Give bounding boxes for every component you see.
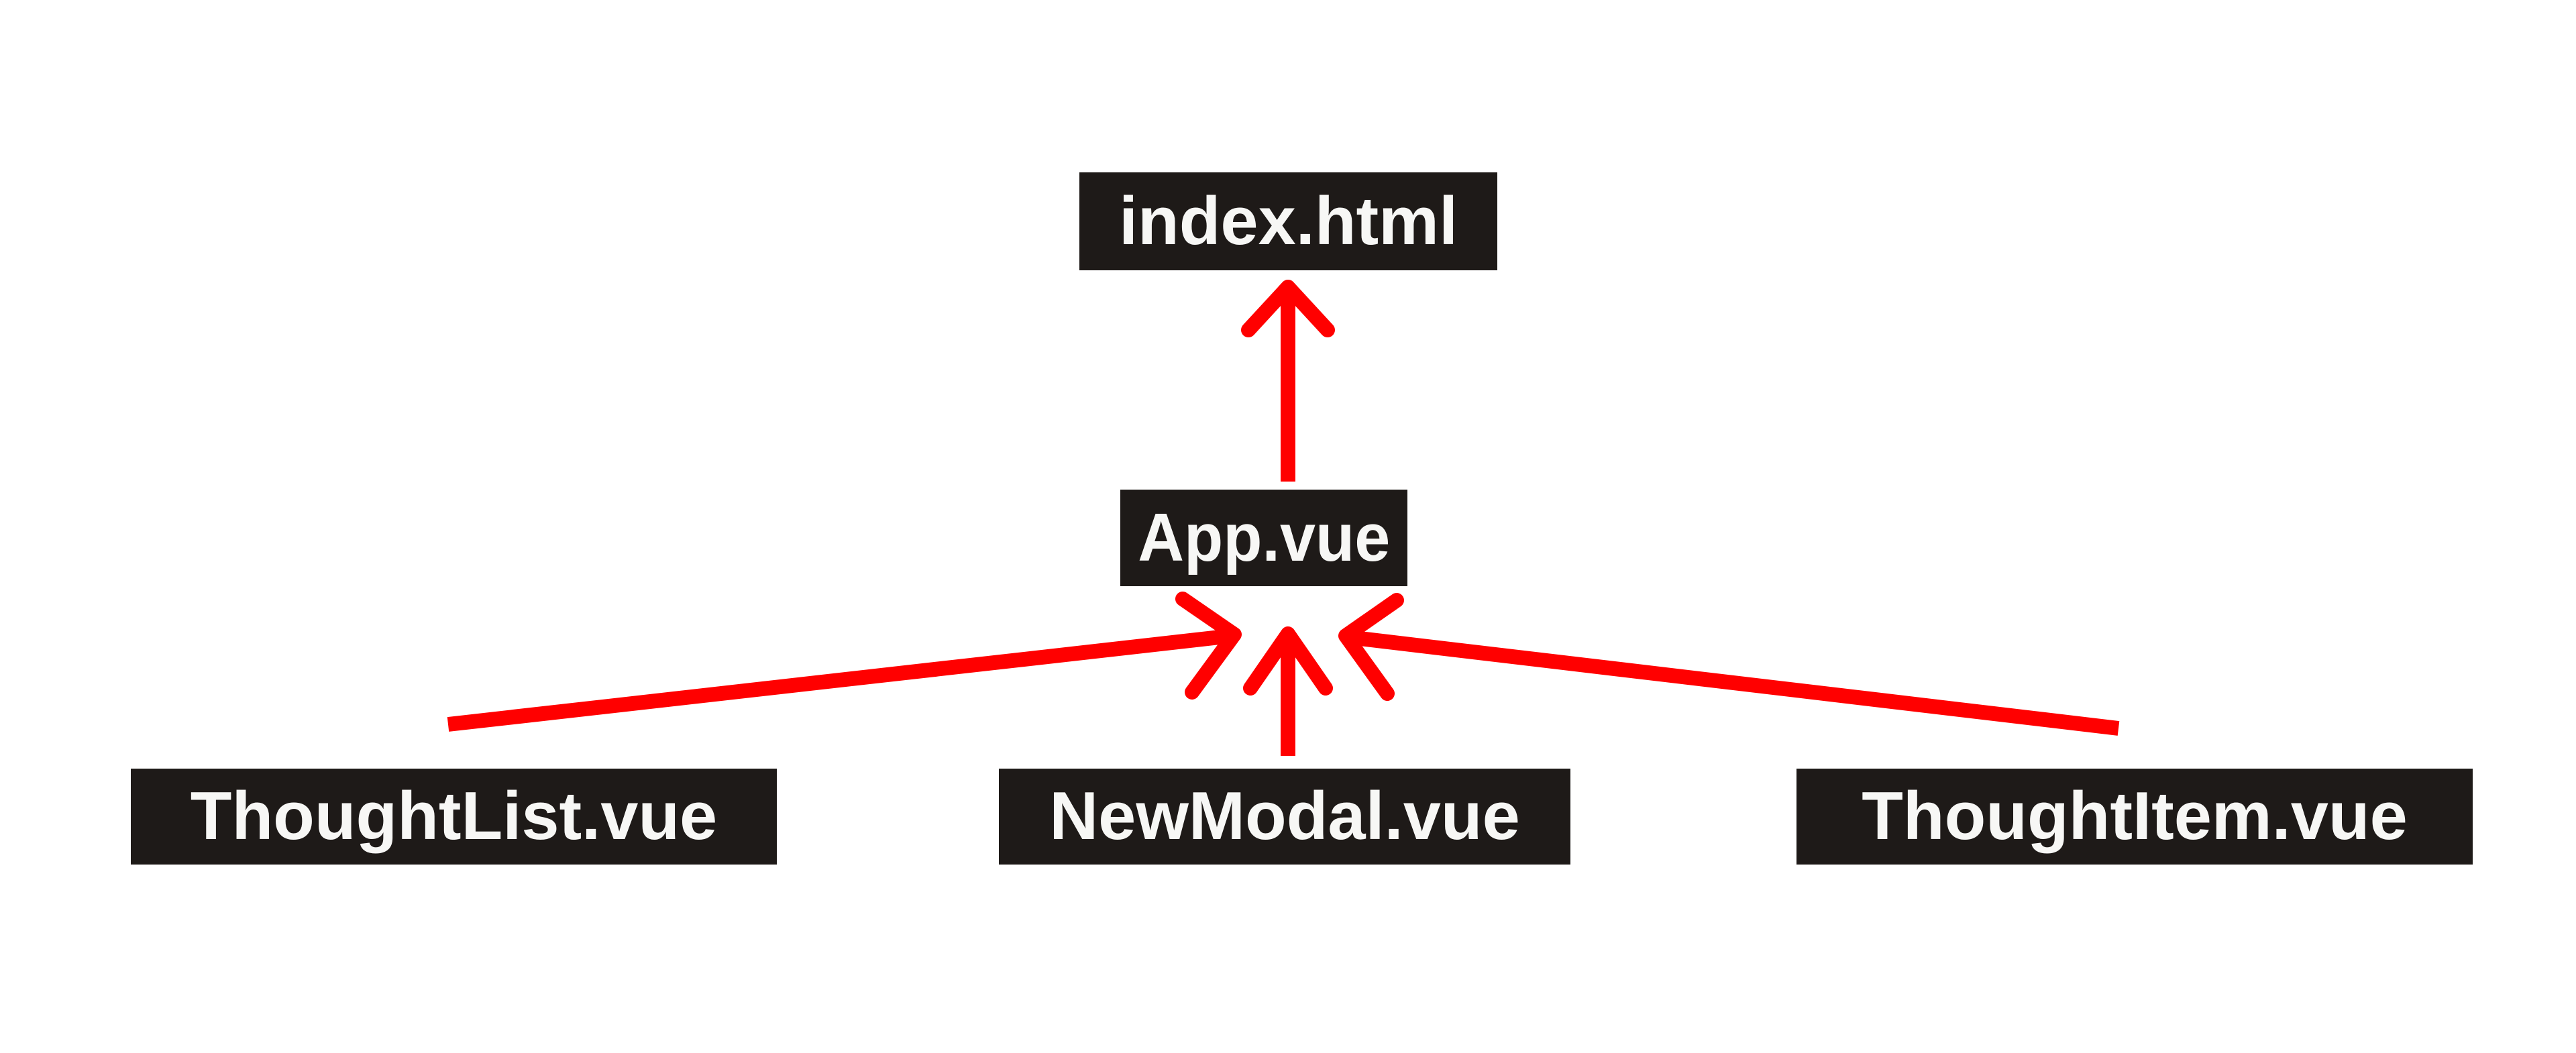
edge-thoughtlist-to-app [447, 592, 1242, 732]
edge-app-to-index [1241, 280, 1335, 482]
node-newmodal-vue[interactable]: NewModal.vue [999, 769, 1570, 865]
edge-thoughtitem-to-app [1338, 593, 2120, 736]
edge-newmodal-to-app-arrowhead [1243, 626, 1333, 696]
node-app-vue-label: App.vue [1138, 500, 1390, 575]
edge-thoughtlist-to-app-shaft [447, 628, 1233, 732]
node-thoughtitem-vue-label: ThoughtItem.vue [1862, 779, 2408, 854]
node-app-vue[interactable]: App.vue [1120, 490, 1407, 586]
node-thoughtitem-vue[interactable]: ThoughtItem.vue [1796, 769, 2473, 865]
node-index-html[interactable]: index.html [1079, 172, 1497, 270]
edge-thoughtlist-to-app-arrowhead [1175, 592, 1242, 700]
node-thoughtlist-vue-label: ThoughtList.vue [190, 779, 718, 854]
node-thoughtlist-vue[interactable]: ThoughtList.vue [131, 769, 777, 865]
edge-thoughtitem-to-app-shaft [1347, 630, 2120, 736]
edge-thoughtitem-to-app-arrowhead [1338, 593, 1404, 701]
edge-app-to-index-arrowhead [1241, 280, 1335, 337]
node-newmodal-vue-label: NewModal.vue [1049, 779, 1520, 854]
edge-newmodal-to-app [1243, 626, 1333, 756]
node-index-html-label: index.html [1118, 183, 1458, 259]
